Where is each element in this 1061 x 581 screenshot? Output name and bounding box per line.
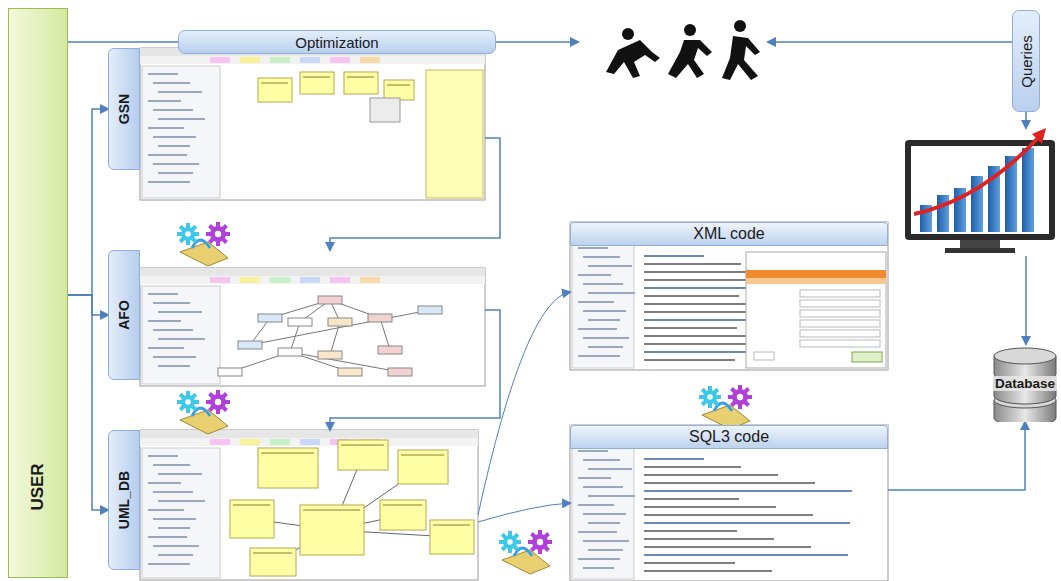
node-label: XML code bbox=[693, 225, 764, 243]
code-window: XML code bbox=[570, 222, 888, 370]
connector bbox=[68, 295, 108, 315]
chart-db-arrow bbox=[1025, 256, 1027, 344]
node-label: GSN bbox=[116, 94, 132, 124]
queries-arrow bbox=[1025, 112, 1027, 128]
gear-icon bbox=[499, 531, 521, 553]
gear-icon bbox=[206, 222, 230, 246]
runners-icon bbox=[606, 20, 760, 80]
actor-bar: USER bbox=[8, 8, 68, 578]
tool-panel: AFO bbox=[108, 250, 485, 386]
window-header: SQL3 code bbox=[570, 425, 888, 449]
code-window: SQL3 code bbox=[570, 425, 888, 581]
screenshot bbox=[140, 430, 478, 580]
label-band: Optimization bbox=[178, 30, 496, 54]
database-cylinder: Database bbox=[992, 344, 1058, 422]
panel-tab: AFO bbox=[108, 250, 140, 380]
node-label: Queries bbox=[1018, 35, 1035, 88]
gear-icon bbox=[699, 386, 721, 408]
panel-tab: UML_DB bbox=[108, 430, 140, 570]
node-label: Optimization bbox=[295, 34, 378, 51]
node-label: SQL3 code bbox=[689, 428, 769, 446]
label-band: Queries bbox=[1012, 10, 1040, 112]
connector bbox=[68, 295, 108, 510]
connector bbox=[888, 422, 1025, 490]
panel-tab: GSN bbox=[108, 48, 140, 170]
screenshot bbox=[570, 425, 888, 581]
queries-arrow bbox=[768, 41, 1012, 43]
node-label: UML_DB bbox=[116, 471, 132, 529]
node-label: AFO bbox=[116, 300, 132, 330]
connector bbox=[330, 310, 500, 430]
optimization-arrow bbox=[496, 41, 578, 43]
gear-icon bbox=[206, 390, 230, 414]
connector bbox=[478, 503, 570, 522]
screenshot bbox=[140, 268, 485, 386]
connector bbox=[478, 292, 570, 515]
tool-panel: UML_DB bbox=[108, 430, 478, 580]
gear-icon bbox=[177, 391, 199, 413]
screenshot bbox=[140, 48, 485, 200]
tool-panel: GSN bbox=[108, 48, 485, 200]
node-label: USER bbox=[28, 463, 48, 510]
gear-icon bbox=[528, 530, 552, 554]
screenshot bbox=[570, 222, 888, 370]
node-label: Database bbox=[993, 376, 1057, 391]
gear-icon bbox=[177, 223, 199, 245]
gear-icon bbox=[728, 385, 752, 409]
connector bbox=[330, 138, 500, 250]
connector bbox=[68, 41, 178, 43]
connector bbox=[68, 109, 108, 295]
chart-monitor bbox=[905, 128, 1055, 253]
window-header: XML code bbox=[570, 222, 888, 246]
